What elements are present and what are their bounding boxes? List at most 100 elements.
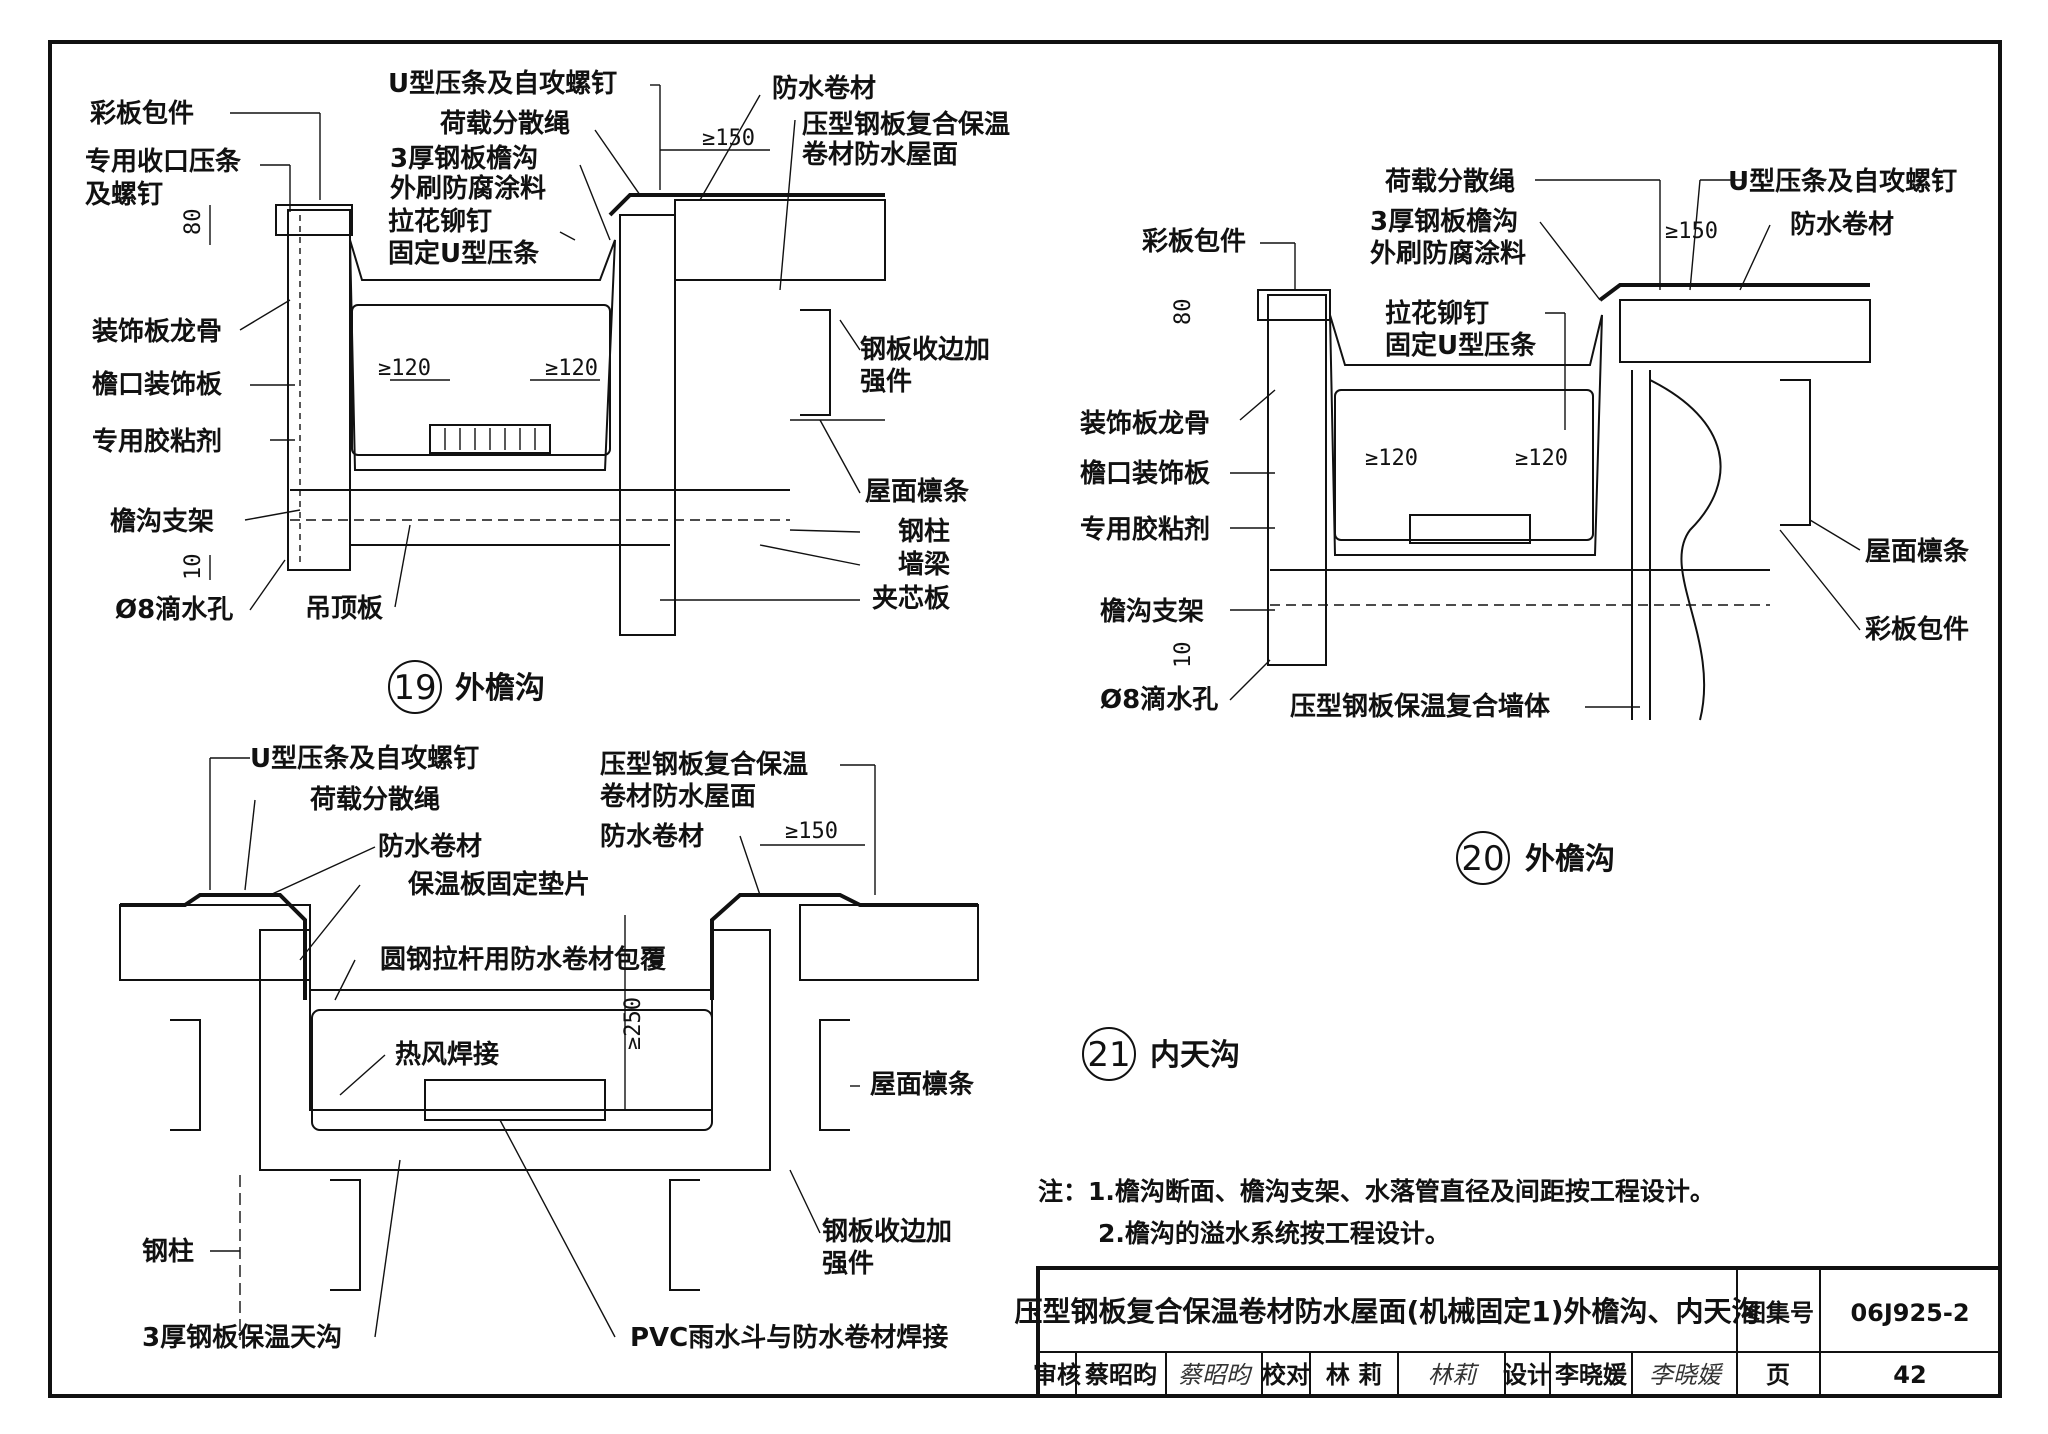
label-20-u-yatiao: U型压条及自攻螺钉 — [1728, 166, 1957, 197]
label-21-fangshui: 防水卷材 — [378, 832, 482, 862]
dim-19-80: 80 — [181, 209, 206, 236]
label-19-jiaxin: 夹芯板 — [872, 584, 950, 614]
label-19-zhijia: 檐沟支架 — [110, 506, 214, 537]
label-19-shoubian-1: 钢板收边加 — [860, 335, 990, 365]
label-19-lahua-2: 固定U型压条 — [388, 238, 540, 269]
label-21-dianpian: 保温板固定垫片 — [407, 869, 590, 900]
title-block-review-label: 审核 — [1033, 1361, 1081, 1389]
detail-20 — [1257, 283, 1871, 721]
dim-19-120a: ≥120 — [378, 356, 431, 381]
label-20-qiangti: 压型钢板保温复合墙体 — [1290, 691, 1551, 722]
label-19-lintiao: 屋面檩条 — [865, 476, 970, 507]
dim-20-80: 80 — [1171, 299, 1196, 326]
title-block-designer: 李晓媛 — [1555, 1361, 1628, 1389]
label-21-lintiao: 屋面檩条 — [870, 1069, 975, 1100]
title-block-check-label: 校对 — [1262, 1361, 1310, 1389]
detail-title-19: 外檐沟 — [455, 671, 545, 706]
roof-panel-21-right — [799, 904, 979, 981]
title-block-reviewer: 蔡昭昀 — [1085, 1361, 1157, 1389]
label-21-u-yatiao: U型压条及自攻螺钉 — [250, 743, 479, 774]
label-20-lintiao: 屋面檩条 — [1865, 536, 1970, 567]
roof-panel-20 — [1619, 299, 1871, 363]
label-20-jiao: 专用胶粘剂 — [1080, 514, 1210, 545]
svg-text:19: 19 — [393, 668, 436, 708]
label-21-hezai: 荷载分散绳 — [310, 785, 440, 815]
detail-21 — [119, 893, 979, 1340]
label-19-u-yatiao: U型压条及自攻螺钉 — [388, 68, 617, 99]
dim-19-10: 10 — [181, 554, 206, 581]
dim-20-120b: ≥120 — [1515, 446, 1568, 471]
title-block-checker: 林 莉 — [1326, 1361, 1382, 1389]
label-20-fangshui: 防水卷材 — [1790, 210, 1894, 240]
label-19-gangban-2: 外刷防腐涂料 — [390, 173, 546, 204]
label-21-wumian-1: 压型钢板复合保温 — [600, 749, 808, 780]
label-20-lahua-2: 固定U型压条 — [1385, 330, 1537, 361]
label-20-hezai: 荷载分散绳 — [1385, 167, 1515, 197]
label-19-jiao: 专用胶粘剂 — [92, 426, 222, 457]
label-20-gangban-2: 外刷防腐涂料 — [1370, 238, 1526, 269]
svg-text:21: 21 — [1087, 1035, 1130, 1075]
label-20-yankou: 檐口装饰板 — [1080, 458, 1210, 489]
gutter-19 — [349, 239, 616, 471]
label-19-wumian-2: 卷材防水屋面 — [802, 140, 958, 170]
title-block-page-no: 42 — [1893, 1361, 1926, 1389]
label-19-gangzhu: 钢柱 — [898, 517, 950, 547]
label-20-longgu: 装饰板龙骨 — [1080, 409, 1210, 439]
label-20-lahua-1: 拉花铆钉 — [1385, 298, 1489, 329]
dim-20-120a: ≥120 — [1365, 446, 1418, 471]
label-21-hanjie: 热风焊接 — [395, 1040, 499, 1070]
svg-text:20: 20 — [1461, 839, 1504, 879]
label-21-shoubian-1: 钢板收边加 — [822, 1217, 952, 1247]
label-19-lahua-1: 拉花铆钉 — [388, 206, 492, 237]
label-19-fangshui: 防水卷材 — [772, 74, 876, 104]
label-21-gangzhu: 钢柱 — [142, 1237, 194, 1267]
gutter-20 — [1329, 314, 1603, 556]
label-21-tiangou: 3厚钢板保温天沟 — [142, 1323, 342, 1353]
label-19-diaoding: 吊顶板 — [305, 594, 383, 624]
label-19-qiangliang: 墙梁 — [898, 550, 950, 580]
dim-20-10: 10 — [1171, 642, 1196, 669]
label-21-wumian-2: 卷材防水屋面 — [600, 782, 756, 812]
roof-panel-19 — [674, 199, 886, 281]
label-19-gangban-1: 3厚钢板檐沟 — [390, 143, 538, 174]
title-block-atlas-no: 06J925-2 — [1850, 1299, 1969, 1327]
note-line-2: 2.檐沟的溢水系统按工程设计。 — [1098, 1219, 1450, 1248]
label-20-caiban: 彩板包件 — [1141, 226, 1246, 257]
label-20-zhijia: 檐沟支架 — [1100, 596, 1204, 627]
note-line-1: 注：1.檐沟断面、檐沟支架、水落管直径及间距按工程设计。 — [1038, 1177, 1715, 1206]
detail-19 — [275, 193, 886, 636]
label-19-wumian-1: 压型钢板复合保温 — [802, 109, 1010, 140]
title-block-page-label: 页 — [1766, 1361, 1790, 1389]
title-block-title: 压型钢板复合保温卷材防水屋面(机械固定1)外檐沟、内天沟 — [1014, 1295, 1759, 1328]
roof-panel-21-left — [119, 904, 311, 981]
label-21-pvc: PVC雨水斗与防水卷材焊接 — [630, 1323, 948, 1353]
label-21-shoubian-2: 强件 — [822, 1249, 874, 1279]
label-21-yuangang: 圆钢拉杆用防水卷材包覆 — [380, 944, 667, 975]
label-21-fangshui-2: 防水卷材 — [600, 822, 704, 852]
dim-20-150: ≥150 — [1665, 219, 1718, 244]
sheet-border — [48, 40, 2002, 1398]
rain-outlet — [424, 1079, 606, 1121]
label-19-hezai: 荷载分散绳 — [440, 109, 570, 139]
dim-21-150: ≥150 — [785, 819, 838, 844]
label-19-dishui: Ø8滴水孔 — [115, 594, 233, 625]
label-20-caiban-2: 彩板包件 — [1864, 614, 1969, 645]
wall-insulation-20 — [1649, 379, 1722, 721]
title-block-designer-signature: 李晓媛 — [1649, 1361, 1724, 1389]
title-block-reviewer-signature: 蔡昭昀 — [1178, 1361, 1253, 1389]
dim-19-120b: ≥120 — [545, 356, 598, 381]
label-19-shoubian-2: 强件 — [860, 367, 912, 397]
dim-21-250: ≥250 — [621, 997, 646, 1050]
title-block-atlas-label: 图集号 — [1742, 1299, 1814, 1327]
detail-title-21: 内天沟 — [1150, 1038, 1240, 1073]
fascia-panel-20 — [1267, 294, 1327, 666]
label-19-shoukou-1: 专用收口压条 — [85, 147, 242, 177]
title-block — [1036, 1266, 2002, 1398]
dim-19-150: ≥150 — [702, 126, 755, 151]
label-20-dishui: Ø8滴水孔 — [1100, 684, 1218, 715]
title-block-design-label: 设计 — [1503, 1361, 1551, 1389]
detail-title-20: 外檐沟 — [1525, 842, 1615, 877]
label-19-longgu: 装饰板龙骨 — [92, 317, 222, 347]
sandwich-wall-19 — [619, 214, 676, 636]
